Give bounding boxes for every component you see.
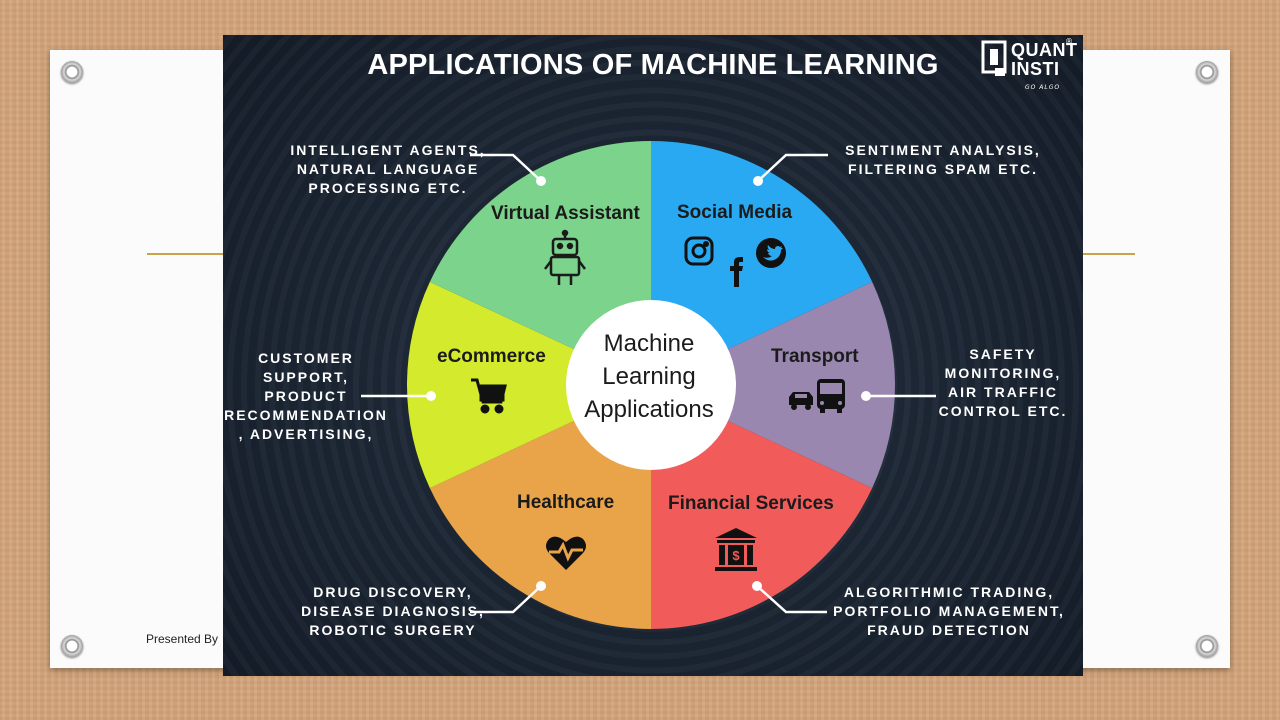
description-line: DISEASE DIAGNOSIS,: [301, 603, 485, 619]
center-line-1: Machine: [603, 330, 695, 357]
logo-registered-mark: ®: [1065, 37, 1073, 46]
logo-line-1: QUANT: [1011, 40, 1078, 60]
center-line-3: Applications: [584, 396, 714, 423]
wheel-connectors: [361, 153, 936, 614]
connector-financial-services: [756, 585, 827, 614]
description-line: SUPPORT,: [262, 369, 349, 385]
description-line: SENTIMENT ANALYSIS,: [845, 142, 1041, 158]
connector-transport-dot: [861, 391, 871, 401]
segment-wheel: $: [361, 141, 936, 629]
bank-icon: $: [715, 528, 757, 571]
segment-label-healthcare: Healthcare: [517, 492, 615, 513]
connector-virtual-assistant: [470, 153, 542, 182]
description-line: ROBOTIC SURGERY: [309, 622, 477, 638]
connector-social-media-dot: [753, 176, 763, 186]
segment-label-ecommerce: eCommerce: [437, 346, 546, 367]
heart-icon: [546, 536, 586, 570]
connector-financial-services-dot: [752, 581, 762, 591]
wheel-center: [566, 300, 736, 470]
segment-label-social-media: Social Media: [677, 202, 793, 223]
pin-bottom-left-icon: [61, 635, 83, 657]
description-line: PROCESSING ETC.: [308, 180, 468, 196]
description-line: INTELLIGENT AGENTS,: [290, 142, 486, 158]
description-social-media: SENTIMENT ANALYSIS, FILTERING SPAM ETC.: [818, 141, 1068, 179]
center-line-2: Learning: [602, 363, 696, 390]
segment-label-financial-services: Financial Services: [668, 493, 834, 514]
pin-top-left-icon: [61, 61, 83, 83]
presented-by-text: Presented By: [146, 632, 219, 646]
description-ecommerce: CUSTOMER SUPPORT, PRODUCT RECOMMENDATION…: [223, 349, 389, 444]
infographic-title: APPLICATIONS OF MACHINE LEARNING: [367, 49, 939, 81]
connector-social-media: [757, 153, 828, 182]
wedge-ecommerce: [407, 281, 651, 489]
slide: Presented By APPLICATIONS OF MACHINE LEA…: [50, 35, 1230, 676]
description-financial-services: ALGORITHMIC TRADING, PORTFOLIO MANAGEMEN…: [823, 583, 1075, 640]
segment-label-virtual-assistant: Virtual Assistant: [491, 203, 640, 224]
connector-healthcare: [470, 585, 542, 614]
description-line: RECOMMENDATION: [224, 407, 388, 423]
ml-infographic: APPLICATIONS OF MACHINE LEARNING QUANT I…: [223, 35, 1083, 676]
segment-label-transport: Transport: [771, 346, 859, 367]
description-line: MONITORING,: [944, 365, 1062, 381]
description-line: PRODUCT: [264, 388, 348, 404]
connector-ecommerce-dot: [426, 391, 436, 401]
instagram-icon: [684, 236, 714, 266]
connector-virtual-assistant-dot: [536, 176, 546, 186]
facebook-icon: [730, 257, 743, 287]
description-line: AIR TRAFFIC: [948, 384, 1058, 400]
logo-mark-icon: [981, 40, 1007, 76]
twitter-icon: [756, 238, 786, 268]
description-line: PORTFOLIO MANAGEMENT,: [833, 603, 1065, 619]
description-healthcare: DRUG DISCOVERY, DISEASE DIAGNOSIS, ROBOT…: [268, 583, 518, 640]
description-line: FRAUD DETECTION: [867, 622, 1031, 638]
description-line: ALGORITHMIC TRADING,: [843, 584, 1055, 600]
svg-text:$: $: [732, 548, 740, 563]
pin-bottom-right-icon: [1196, 635, 1218, 657]
description-line: CONTROL ETC.: [938, 403, 1068, 419]
description-line: FILTERING SPAM ETC.: [848, 161, 1038, 177]
connector-healthcare-dot: [536, 581, 546, 591]
vehicles-icon: [789, 379, 845, 413]
center-label: Machine Learning Applications: [559, 327, 739, 426]
description-line: SAFETY: [969, 346, 1037, 362]
wedge-transport: [651, 281, 895, 489]
description-virtual-assistant: INTELLIGENT AGENTS, NATURAL LANGUAGE PRO…: [263, 141, 513, 198]
title-divider-right: [1080, 253, 1135, 255]
quantinsti-logo: QUANT INSTI GO ALGO ®: [981, 37, 1077, 99]
logo-line-2: INSTI: [1011, 59, 1060, 79]
description-line: DRUG DISCOVERY,: [313, 584, 473, 600]
description-line: CUSTOMER: [258, 350, 354, 366]
description-transport: SAFETY MONITORING, AIR TRAFFIC CONTROL E…: [923, 345, 1083, 421]
pin-top-right-icon: [1196, 61, 1218, 83]
description-line: NATURAL LANGUAGE: [296, 161, 480, 177]
robot-icon: [544, 229, 586, 285]
description-line: , ADVERTISING,: [238, 426, 374, 442]
logo-tagline: GO ALGO: [1025, 84, 1061, 91]
cart-icon: [471, 378, 507, 414]
title-divider-left: [147, 253, 237, 255]
